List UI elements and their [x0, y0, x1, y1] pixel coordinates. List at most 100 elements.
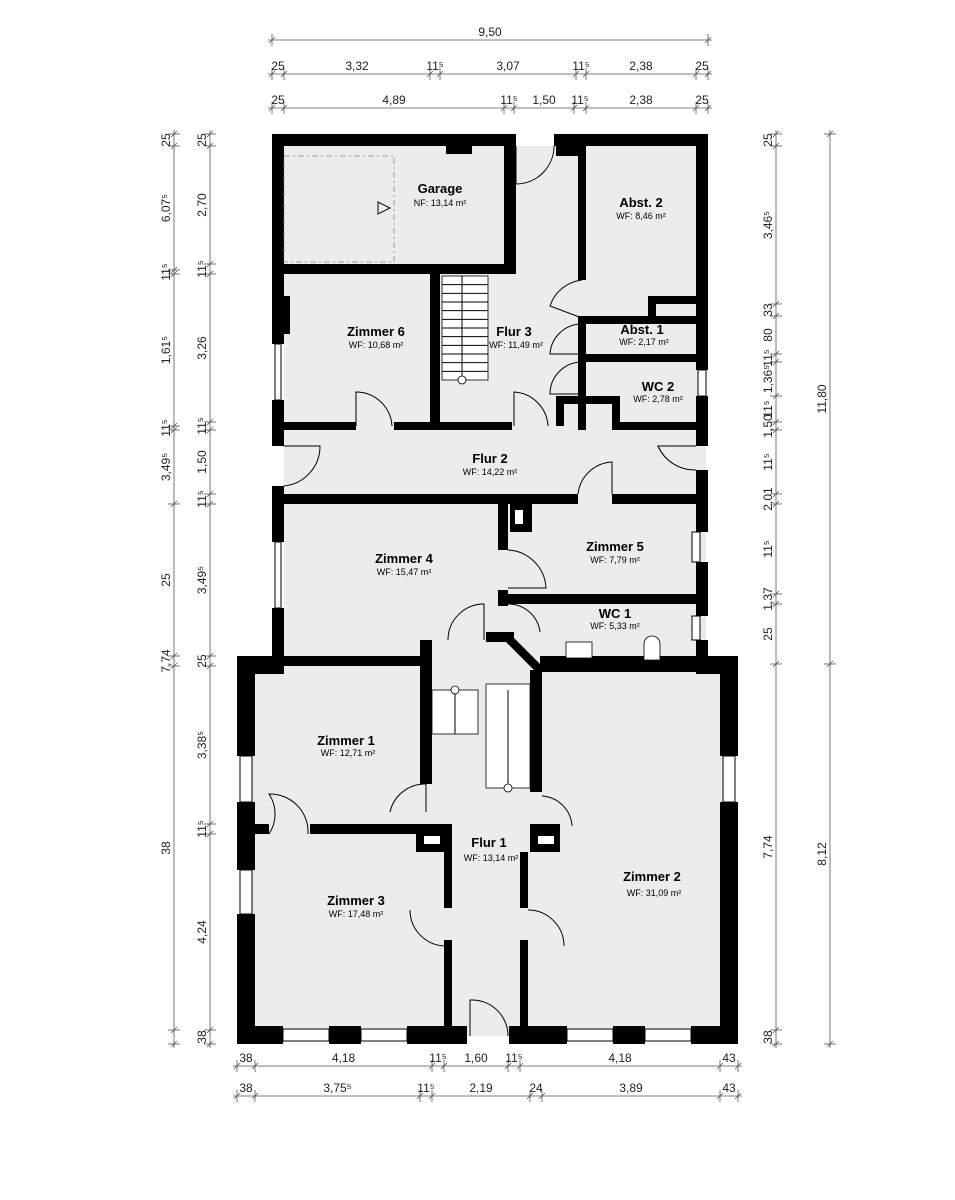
bottom-row1-tick [516, 1062, 524, 1070]
bottom-row1-tick [233, 1062, 241, 1070]
top-row2-tick [704, 104, 712, 112]
room-name-zimmer4: Zimmer 4 [375, 551, 434, 566]
top-row2-label: 1,50 [532, 93, 556, 107]
bottom-row2-label: 3,75⁵ [323, 1081, 351, 1095]
bottom-row2-tick [428, 1092, 436, 1100]
room-name-abst1: Abst. 1 [620, 322, 663, 337]
left-inner-label: 11⁵ [195, 820, 209, 837]
wc-fixtures [565, 635, 661, 661]
room-labels: Garage NF: 13,14 m² Abst. 2 WF: 8,46 m² … [317, 181, 683, 919]
bottom-row1-label: 11⁵ [429, 1051, 446, 1065]
right-outer-label: 8,12 [815, 842, 829, 866]
bottom-row1-tick [440, 1062, 448, 1070]
right-inner-tick [772, 130, 780, 138]
bottom-row2-label: 3,89 [619, 1081, 643, 1095]
left-outer-label: 7,74 [159, 649, 173, 673]
left-outer-label: 11⁵ [159, 263, 173, 280]
left-outer-tick [170, 426, 178, 434]
left-outer-tick [170, 130, 178, 138]
bottom-row2-tick [716, 1092, 724, 1100]
top-row2-tick [582, 104, 590, 112]
right-inner-label: 1,37 [761, 587, 775, 611]
left-inner-tick [206, 418, 214, 426]
top-row1-tick [280, 70, 288, 78]
top-total-tick [268, 36, 276, 44]
bottom-row1-label: 11⁵ [505, 1051, 522, 1065]
top-row1-tick [436, 70, 444, 78]
right-inner-tick [772, 1040, 780, 1048]
bottom-row1-label: 38 [239, 1051, 253, 1065]
bottom-row2-label: 43 [722, 1081, 736, 1095]
room-area-zimmer6: WF: 10,68 m² [349, 340, 404, 350]
left-inner-tick [206, 662, 214, 670]
right-outer-label: 11,80 [815, 384, 829, 413]
top-row2-tick [500, 104, 508, 112]
top-row1-tick [692, 70, 700, 78]
left-outer-label: 3,49⁵ [159, 453, 173, 481]
bottom-row1-label: 4,18 [608, 1051, 632, 1065]
bottom-row1-label: 43 [722, 1051, 736, 1065]
left-inner-label: 38 [195, 1030, 209, 1044]
right-inner-tick [772, 590, 780, 598]
top-row2-label: 25 [695, 93, 709, 107]
left-inner-tick [206, 426, 214, 434]
bottom-row2-tick [416, 1092, 424, 1100]
left-inner-tick [206, 130, 214, 138]
top-row2-tick [692, 104, 700, 112]
left-inner-tick [206, 1026, 214, 1034]
right-inner-tick [772, 418, 780, 426]
right-inner-label: 11⁵ [761, 453, 775, 470]
bottom-row1-tick [716, 1062, 724, 1070]
top-row2-label: 2,38 [629, 93, 653, 107]
left-outer-label: 1,61⁵ [159, 336, 173, 364]
left-outer-tick [170, 270, 178, 278]
left-outer-label: 25 [159, 573, 173, 587]
bottom-row2-tick [734, 1092, 742, 1100]
right-inner-tick [772, 660, 780, 668]
room-area-flur2: WF: 14,22 m² [463, 467, 518, 477]
right-inner-tick [772, 500, 780, 508]
top-row1-tick [268, 70, 276, 78]
right-inner-label: 80 [761, 328, 775, 342]
top-row1-label: 3,07 [496, 59, 520, 73]
room-name-garage: Garage [418, 181, 463, 196]
room-name-wc2: WC 2 [642, 379, 675, 394]
top-row2-label: 4,89 [382, 93, 406, 107]
top-row2-tick [280, 104, 288, 112]
left-inner-label: 2,70 [195, 193, 209, 217]
left-outer-tick [170, 422, 178, 430]
left-inner-tick [206, 500, 214, 508]
top-row1-label: 11⁵ [572, 59, 589, 73]
top-row1-label: 2,38 [629, 59, 653, 73]
right-inner-label: 1,36⁵ [761, 365, 775, 393]
right-outer-tick [826, 1040, 834, 1048]
right-inner-label: 11⁵ [761, 349, 775, 366]
left-inner-tick [206, 142, 214, 150]
walls [237, 134, 738, 1044]
right-outer-tick [826, 660, 834, 668]
left-outer-tick [170, 266, 178, 274]
top-row1-tick [582, 70, 590, 78]
left-inner-tick [206, 1040, 214, 1048]
left-outer-label: 38 [159, 841, 173, 855]
top-total-label: 9,50 [478, 25, 502, 39]
right-inner-tick [772, 142, 780, 150]
top-row2-label: 25 [271, 93, 285, 107]
left-inner-label: 3,38⁵ [195, 731, 209, 759]
room-area-abst1: WF: 2,17 m² [619, 337, 669, 347]
left-outer-label: 11⁵ [159, 419, 173, 436]
bottom-row1-label: 1,60 [464, 1051, 488, 1065]
right-inner-tick [772, 312, 780, 320]
left-inner-tick [206, 260, 214, 268]
bottom-row2-tick [233, 1092, 241, 1100]
right-inner-label: 25 [761, 627, 775, 641]
top-row1-tick [426, 70, 434, 78]
right-inner-tick [772, 600, 780, 608]
bottom-row1-tick [428, 1062, 436, 1070]
bottom-row1-tick [251, 1062, 259, 1070]
bottom-row1-label: 4,18 [332, 1051, 356, 1065]
left-outer-label: 6,07⁵ [159, 194, 173, 222]
right-inner-label: 3,46⁵ [761, 211, 775, 239]
